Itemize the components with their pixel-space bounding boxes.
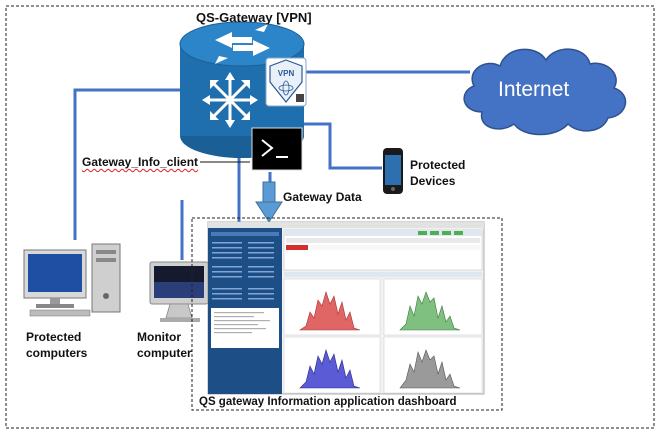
link-router-computers [73,88,182,240]
terminal-icon [251,127,303,171]
monitor-computer-label-line1: Monitor [137,330,181,344]
protected-computers-label-line1: Protected [26,330,82,344]
monitor-computer-label-line2: computer [137,346,192,360]
monitor-icon [149,261,209,322]
graph-gray [399,349,461,389]
vpn-badge-label: VPN [278,69,295,78]
dashboard-window [207,221,485,395]
cloud-icon [463,48,627,136]
gateway-info-client-label: Gateway_Info_client [82,155,199,169]
desktop-computer-icon [23,243,121,317]
protected-devices-label-line1: Protected [410,158,466,172]
internet-label: Internet [498,78,570,101]
dashboard-frame [191,217,503,411]
vpn-lock-icon: VPN [265,57,307,107]
graph-blue [299,348,361,389]
download-arrow-icon [255,181,283,223]
smartphone-icon [383,148,403,194]
protected-devices-label-line2: Devices [410,174,456,188]
graph-green [399,291,461,331]
graph-red [299,290,361,331]
link-router-devices [300,122,382,170]
dashboard-caption: QS gateway Information application dashb… [199,396,457,408]
gateway-data-label: Gateway Data [283,190,362,204]
protected-computers-label-line2: computers [26,346,88,360]
diagram-title: QS-Gateway [VPN] [196,10,312,25]
